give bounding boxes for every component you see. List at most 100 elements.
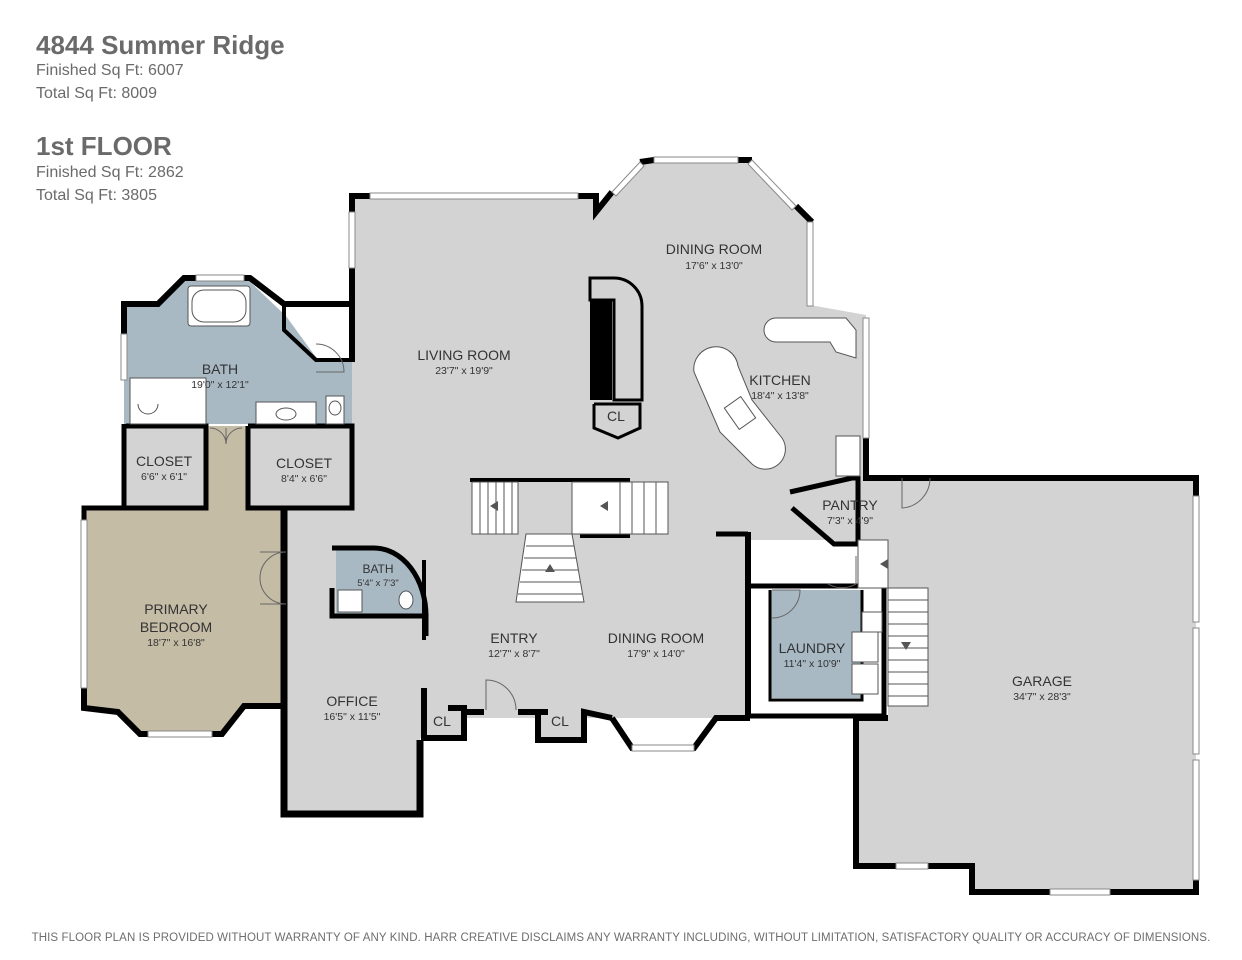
window-bedroom-south bbox=[147, 730, 213, 738]
wall-laundry bbox=[750, 583, 887, 719]
fireplace-block bbox=[590, 298, 612, 400]
room-dims-closet-right: 8'4" x 6'6" bbox=[281, 473, 327, 485]
room-dims-office: 16'5" x 11'5" bbox=[324, 711, 381, 723]
dryer bbox=[851, 663, 879, 695]
window-living-west bbox=[348, 211, 356, 269]
window-garage-east-3 bbox=[1192, 759, 1200, 881]
arrow-icon bbox=[545, 564, 555, 572]
window-living-north bbox=[369, 192, 579, 200]
floor-title: 1st FLOOR bbox=[36, 131, 172, 161]
windows bbox=[80, 156, 1200, 896]
arrow-icon bbox=[600, 501, 608, 511]
arrow-icon bbox=[490, 501, 498, 511]
toilet-small-bath bbox=[398, 590, 414, 610]
primary-bedroom-floor bbox=[84, 426, 284, 734]
room-name-laundry: LAUNDRY bbox=[779, 640, 846, 656]
room-dims-bedroom: 18'7" x 16'8" bbox=[147, 637, 205, 649]
wall-dining-nw bbox=[639, 157, 655, 165]
window-dining-east bbox=[806, 221, 814, 307]
floor-total-sqft: Total Sq Ft: 3805 bbox=[36, 187, 157, 204]
garage-floor bbox=[856, 478, 1196, 892]
wall-garage-south bbox=[928, 863, 1050, 895]
door-swings bbox=[209, 343, 931, 711]
room-dims-closet-left: 6'6" x 6'1" bbox=[141, 471, 187, 483]
room-name-bedroom-line1: PRIMARY bbox=[144, 601, 208, 617]
wall-bath-closet bbox=[81, 424, 127, 520]
arrow-icon bbox=[880, 559, 888, 569]
room-labels: DINING ROOM 17'6" x 13'0" LIVING ROOM 23… bbox=[136, 241, 1072, 729]
room-name-kitchen: KITCHEN bbox=[749, 372, 810, 388]
pantry-floor bbox=[792, 476, 858, 542]
window-bath-tub bbox=[195, 274, 245, 282]
room-name-bath-master: BATH bbox=[202, 361, 238, 377]
vanity-left bbox=[129, 377, 207, 425]
room-name-living: LIVING ROOM bbox=[417, 347, 510, 363]
window-garage-east-1 bbox=[1192, 495, 1200, 623]
laundry-floor bbox=[770, 590, 862, 698]
room-name-pantry: PANTRY bbox=[822, 497, 878, 513]
sink-small-bath bbox=[337, 589, 363, 613]
property-total-sqft: Total Sq Ft: 8009 bbox=[36, 85, 157, 102]
wall-bath-north bbox=[121, 275, 196, 334]
room-dims-bath-small: 5'4" x 7'3" bbox=[357, 578, 399, 589]
arrow-icon bbox=[901, 642, 911, 650]
garage-step-lines bbox=[888, 599, 928, 697]
toilet-master-bowl bbox=[328, 400, 342, 416]
kitchen-counter-corner bbox=[763, 317, 857, 359]
wall-kitchen-east bbox=[863, 438, 888, 481]
washer bbox=[851, 631, 879, 663]
room-name-entry: ENTRY bbox=[490, 630, 538, 646]
wall-bedroom-south bbox=[212, 703, 284, 737]
wall-bath-closets-divider bbox=[126, 423, 209, 511]
room-dims-bath-master: 19'0" x 12'1" bbox=[191, 379, 249, 391]
room-name-garage: GARAGE bbox=[1012, 673, 1072, 689]
floor-plan: DINING ROOM 17'6" x 13'0" LIVING ROOM 23… bbox=[80, 156, 1200, 896]
room-name-bath-small: BATH bbox=[362, 562, 393, 576]
room-name-closet-left: CLOSET bbox=[136, 453, 192, 469]
property-finished-sqft: Finished Sq Ft: 6007 bbox=[36, 62, 184, 79]
room-dims-pantry: 7'3" x 4'9" bbox=[827, 515, 873, 527]
fixtures bbox=[129, 285, 929, 707]
stair-arrows bbox=[490, 501, 911, 650]
sink-right bbox=[275, 407, 297, 421]
window-garage-east-2 bbox=[1192, 627, 1200, 755]
window-bedroom-west bbox=[80, 519, 88, 689]
bathtub-inner bbox=[191, 289, 247, 323]
room-name-closet-right: CLOSET bbox=[276, 455, 332, 471]
window-dining-nw bbox=[611, 161, 645, 197]
wall-bath-inner bbox=[282, 306, 352, 362]
floor-finished-sqft: Finished Sq Ft: 2862 bbox=[36, 164, 184, 181]
room-name-office: OFFICE bbox=[326, 693, 377, 709]
wall-bedroom-west bbox=[81, 688, 148, 737]
pantry-side bbox=[835, 435, 861, 477]
window-dining-bay bbox=[631, 744, 695, 752]
property-title: 4844 Summer Ridge bbox=[36, 30, 285, 60]
window-bath-west bbox=[120, 333, 128, 381]
fireplace-surround bbox=[588, 276, 644, 402]
room-dims-living: 23'7" x 19'9" bbox=[435, 365, 493, 377]
wall-garage-west bbox=[853, 715, 896, 869]
window-dining-ne bbox=[747, 159, 797, 211]
wall-cl-fireplace bbox=[592, 402, 642, 440]
room-dims-kitchen: 18'4" x 13'8" bbox=[751, 390, 809, 402]
room-dims-dining-bottom: 17'9" x 14'0" bbox=[627, 648, 685, 660]
room-dims-laundry: 11'4" x 10'9" bbox=[784, 658, 841, 670]
sink-left bbox=[137, 403, 159, 415]
closet-left-floor bbox=[126, 426, 204, 506]
disclaimer-text: THIS FLOOR PLAN IS PROVIDED WITHOUT WARR… bbox=[31, 932, 1211, 944]
window-dining-top bbox=[653, 156, 739, 164]
wall-living-north bbox=[349, 193, 370, 212]
room-name-bedroom-line2: BEDROOM bbox=[140, 619, 212, 635]
wall-closet-right bbox=[245, 423, 355, 511]
wall-cl-office bbox=[421, 688, 467, 741]
wall-pantry bbox=[789, 475, 861, 547]
wall-dining-e bbox=[793, 203, 815, 225]
stairs bbox=[471, 481, 669, 603]
wall-bath-north-right bbox=[244, 275, 355, 362]
room-name-cl-fireplace: CL bbox=[607, 408, 625, 424]
room-dims-entry: 12'7" x 8'7" bbox=[488, 648, 540, 660]
wall-garage bbox=[888, 475, 1199, 496]
closet-right-floor bbox=[250, 426, 352, 506]
window-kitchen-east bbox=[862, 317, 870, 439]
wall-living-north-right bbox=[578, 190, 615, 221]
